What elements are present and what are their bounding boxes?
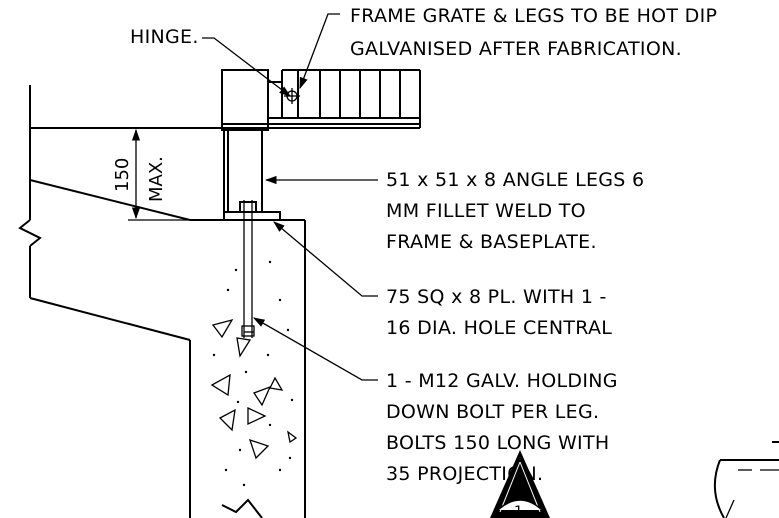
- note-bolt-line1: 1 - M12 GALV. HOLDING: [386, 370, 618, 392]
- dimension-150: 150 MAX.: [112, 128, 190, 221]
- note-bolt-line3: BOLTS 150 LONG WITH: [386, 432, 609, 454]
- note-bolt-line2: DOWN BOLT PER LEG.: [386, 401, 599, 423]
- concrete-hatching: [210, 260, 298, 487]
- note-angle-line3: FRAME & BASEPLATE.: [386, 231, 597, 253]
- note-plate-line1: 75 SQ x 8 PL. WITH 1 -: [386, 286, 607, 308]
- note-hinge: HINGE.: [130, 26, 199, 48]
- leader-lines: [202, 13, 378, 381]
- dimension-value: 150: [112, 158, 133, 192]
- frame-grate: [221, 69, 421, 131]
- concrete-upstand: [221, 219, 306, 518]
- note-angle-line2: MM FILLET WELD TO: [386, 200, 586, 222]
- base-plate: [223, 211, 281, 221]
- section-number: 1: [514, 504, 523, 518]
- note-angle-line1: 51 x 51 x 8 ANGLE LEGS 6: [386, 169, 644, 191]
- section-marker: 1: [490, 450, 550, 518]
- note-plate-line2: 16 DIA. HOLE CENTRAL: [386, 317, 612, 339]
- note-galvanise-line1: FRAME GRATE & LEGS TO BE HOT DIP: [350, 5, 717, 27]
- adjacent-detail-fragment: [713, 441, 779, 518]
- note-galvanise-line2: GALVANISED AFTER FABRICATION.: [350, 38, 682, 60]
- note-bolt-line4: 35 PROJECTION.: [386, 463, 543, 485]
- angle-leg: [223, 130, 263, 212]
- existing-surface: [18, 85, 222, 518]
- dimension-suffix: MAX.: [146, 156, 167, 202]
